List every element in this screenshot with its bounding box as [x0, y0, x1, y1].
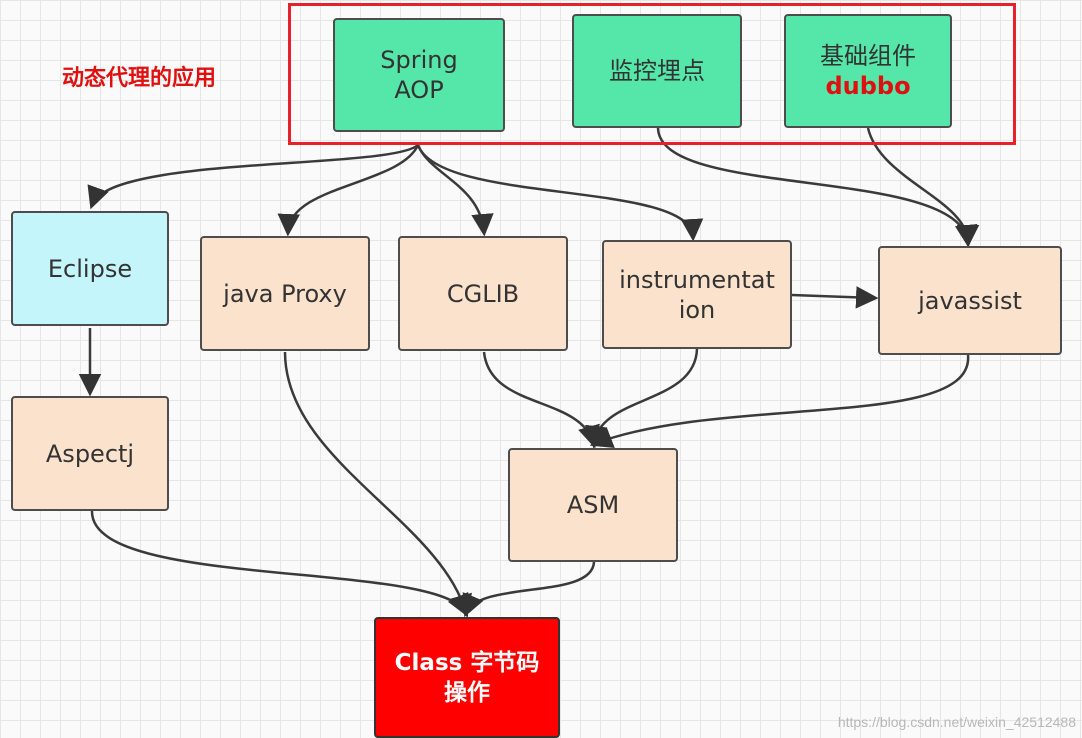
node-instrumentation-label: instrumentat ion [619, 265, 775, 324]
edge-spring-aop-to-java-proxy [277, 144, 420, 237]
node-spring-aop-label: Spring AOP [380, 46, 458, 104]
node-class-bytecode-label: Class 字节码 操作 [394, 649, 540, 706]
node-spring-aop[interactable]: Spring AOP [333, 18, 505, 132]
node-base-component-sub: dubbo [825, 72, 911, 100]
edge-spring-aop-to-eclipse [87, 143, 419, 210]
node-javassist-label: javassist [918, 286, 1022, 315]
diagram-headline: 动态代理的应用 [62, 66, 217, 91]
node-cglib-label: CGLIB [446, 279, 520, 308]
node-cglib[interactable]: CGLIB [398, 236, 568, 351]
edge-base-component-to-javassist [866, 127, 980, 248]
node-aspectj[interactable]: Aspectj [11, 396, 169, 511]
node-java-proxy-label: java Proxy [223, 279, 347, 308]
edge-java-proxy-to-class-bytecode [283, 351, 472, 618]
node-monitoring-label: 监控埋点 [609, 57, 705, 85]
edge-aspectj-to-class-bytecode [90, 510, 469, 618]
edge-spring-aop-to-instrumentation [416, 144, 704, 242]
node-aspectj-label: Aspectj [45, 439, 135, 468]
node-asm-label: ASM [566, 491, 620, 519]
edge-cglib-to-asm [482, 351, 600, 449]
dynamic-proxy-applications-frame [288, 3, 1016, 145]
node-class-bytecode[interactable]: Class 字节码 操作 [374, 617, 560, 738]
edge-javassist-to-asm [589, 354, 970, 448]
node-base-component-label: 基础组件 [820, 42, 916, 70]
node-java-proxy[interactable]: java Proxy [200, 236, 370, 351]
node-asm[interactable]: ASM [508, 448, 678, 562]
node-eclipse[interactable]: Eclipse [11, 211, 169, 326]
node-instrumentation[interactable]: instrumentat ion [602, 240, 792, 349]
edge-instrumentation-to-javassist [791, 286, 879, 309]
node-javassist[interactable]: javassist [878, 246, 1062, 355]
node-eclipse-label: Eclipse [47, 254, 133, 283]
watermark: https://blog.csdn.net/weixin_42512488 [837, 714, 1076, 730]
edge-monitoring-to-javassist [656, 127, 978, 248]
node-monitoring[interactable]: 监控埋点 [572, 14, 742, 128]
edge-asm-to-class-bytecode [462, 561, 596, 618]
node-base-component[interactable]: 基础组件 dubbo [784, 14, 952, 128]
